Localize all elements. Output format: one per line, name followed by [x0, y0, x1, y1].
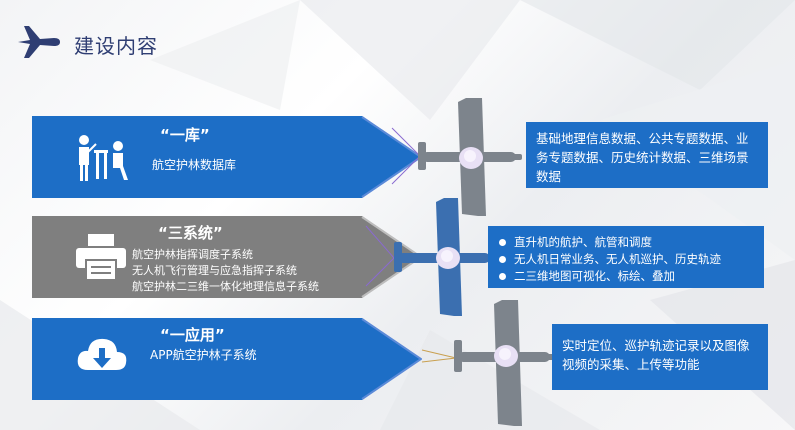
airplane-graphic: [365, 198, 496, 316]
list-item: 直升机的航护、航管和调度: [496, 234, 756, 251]
card-title: “一应用”: [160, 326, 225, 344]
app-info-box: 实时定位、巡护轨迹记录以及图像视频的采集、上传等功能: [552, 324, 768, 390]
card-subtitle: 航空护林数据库: [152, 158, 237, 172]
airplane-graphic: [421, 300, 556, 426]
meeting-icon: [79, 135, 128, 181]
airplane-graphic: [391, 98, 522, 216]
card-app: “一应用” APP航空护林子系统: [32, 318, 422, 400]
printer-icon: [76, 234, 126, 280]
card-subtitle-1: 航空护林指挥调度子系统: [132, 248, 253, 261]
list-item: 无人机日常业务、无人机巡护、历史轨迹: [496, 251, 756, 268]
airplane-icon: [18, 26, 60, 58]
card-library: “一库” 航空护林数据库: [32, 116, 422, 198]
card-title: “三系统”: [158, 224, 223, 242]
page-title: 建设内容: [74, 34, 158, 58]
card-subtitle: APP航空护林子系统: [150, 348, 257, 362]
card-title: “一库”: [160, 126, 210, 144]
card-subtitle-3: 航空护林二三维一体化地理信息子系统: [132, 280, 319, 293]
systems-bullet-list: 直升机的航护、航管和调度 无人机日常业务、无人机巡护、历史轨迹 二三维地图可视化…: [496, 234, 756, 285]
app-info-text: 实时定位、巡护轨迹记录以及图像视频的采集、上传等功能: [562, 338, 750, 372]
list-item: 二三维地图可视化、标绘、叠加: [496, 268, 756, 285]
library-info-text: 基础地理信息数据、公共专题数据、业务专题数据、历史统计数据、三维场景数据: [536, 131, 749, 184]
library-info-box: 基础地理信息数据、公共专题数据、业务专题数据、历史统计数据、三维场景数据: [526, 122, 768, 188]
systems-info-box: 直升机的航护、航管和调度 无人机日常业务、无人机巡护、历史轨迹 二三维地图可视化…: [488, 226, 764, 288]
cloud-download-icon: [77, 338, 127, 370]
card-subtitle-2: 无人机飞行管理与应急指挥子系统: [132, 264, 297, 277]
card-systems: “三系统” 航空护林指挥调度子系统 无人机飞行管理与应急指挥子系统 航空护林二三…: [32, 216, 422, 298]
